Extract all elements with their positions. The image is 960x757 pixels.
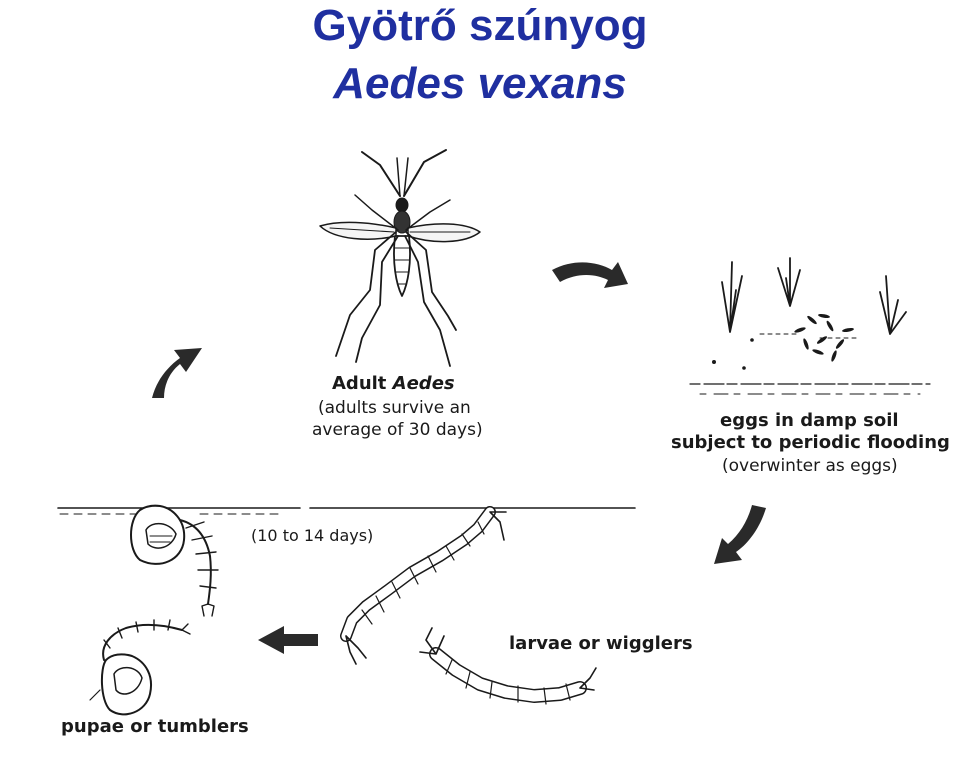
cycle-arrow-larvae-to-pupae <box>258 626 318 654</box>
diagram-title: Gyötrő szúnyog <box>312 1 648 50</box>
cycle-arrow-adult-to-eggs <box>552 262 628 288</box>
aquatic-duration-label: (10 to 14 days) <box>251 526 374 545</box>
cycle-arrow-eggs-to-larvae <box>714 505 766 564</box>
pupa-at-surface-illustration <box>130 504 219 617</box>
adult-mosquito-illustration <box>319 149 481 367</box>
eggs-label-line-1: eggs in damp soil <box>720 410 899 431</box>
pupa-tumbler-illustration <box>89 619 191 716</box>
eggs-label-line-2: subject to periodic flooding <box>671 432 950 453</box>
pupae-label: pupae or tumblers <box>61 716 249 737</box>
larva-hanging-illustration <box>340 506 507 665</box>
cycle-arrow-pupae-to-adult <box>152 348 202 398</box>
adult-lifespan-note-2: average of 30 days) <box>312 420 483 440</box>
adult-label-genus: Aedes <box>392 373 455 394</box>
eggs-soil-illustration <box>689 257 931 395</box>
adult-label: Adult Aedes <box>332 373 455 394</box>
adult-label-prefix: Adult <box>332 373 393 394</box>
adult-lifespan-note-1: (adults survive an <box>318 398 471 418</box>
larva-wiggler-illustration <box>419 627 597 705</box>
eggs-label-line-3: (overwinter as eggs) <box>722 456 898 476</box>
diagram-subtitle: Aedes vexans <box>333 59 627 108</box>
larvae-label: larvae or wigglers <box>509 633 693 654</box>
water-surface-line <box>57 507 636 515</box>
